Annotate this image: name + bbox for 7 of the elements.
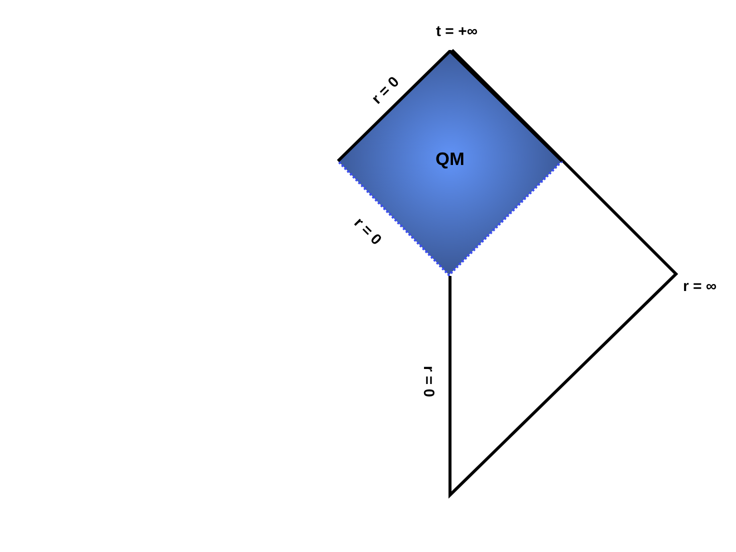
boundary-label: r = 0	[368, 72, 402, 108]
boundary-label: r = 0	[350, 214, 384, 248]
boundary-label: r = 0	[420, 365, 437, 397]
region-label: QM	[434, 149, 466, 170]
boundary-label: t = +∞	[436, 22, 478, 40]
boundary-label: r = ∞	[683, 278, 717, 294]
diamond-region	[337, 50, 563, 276]
